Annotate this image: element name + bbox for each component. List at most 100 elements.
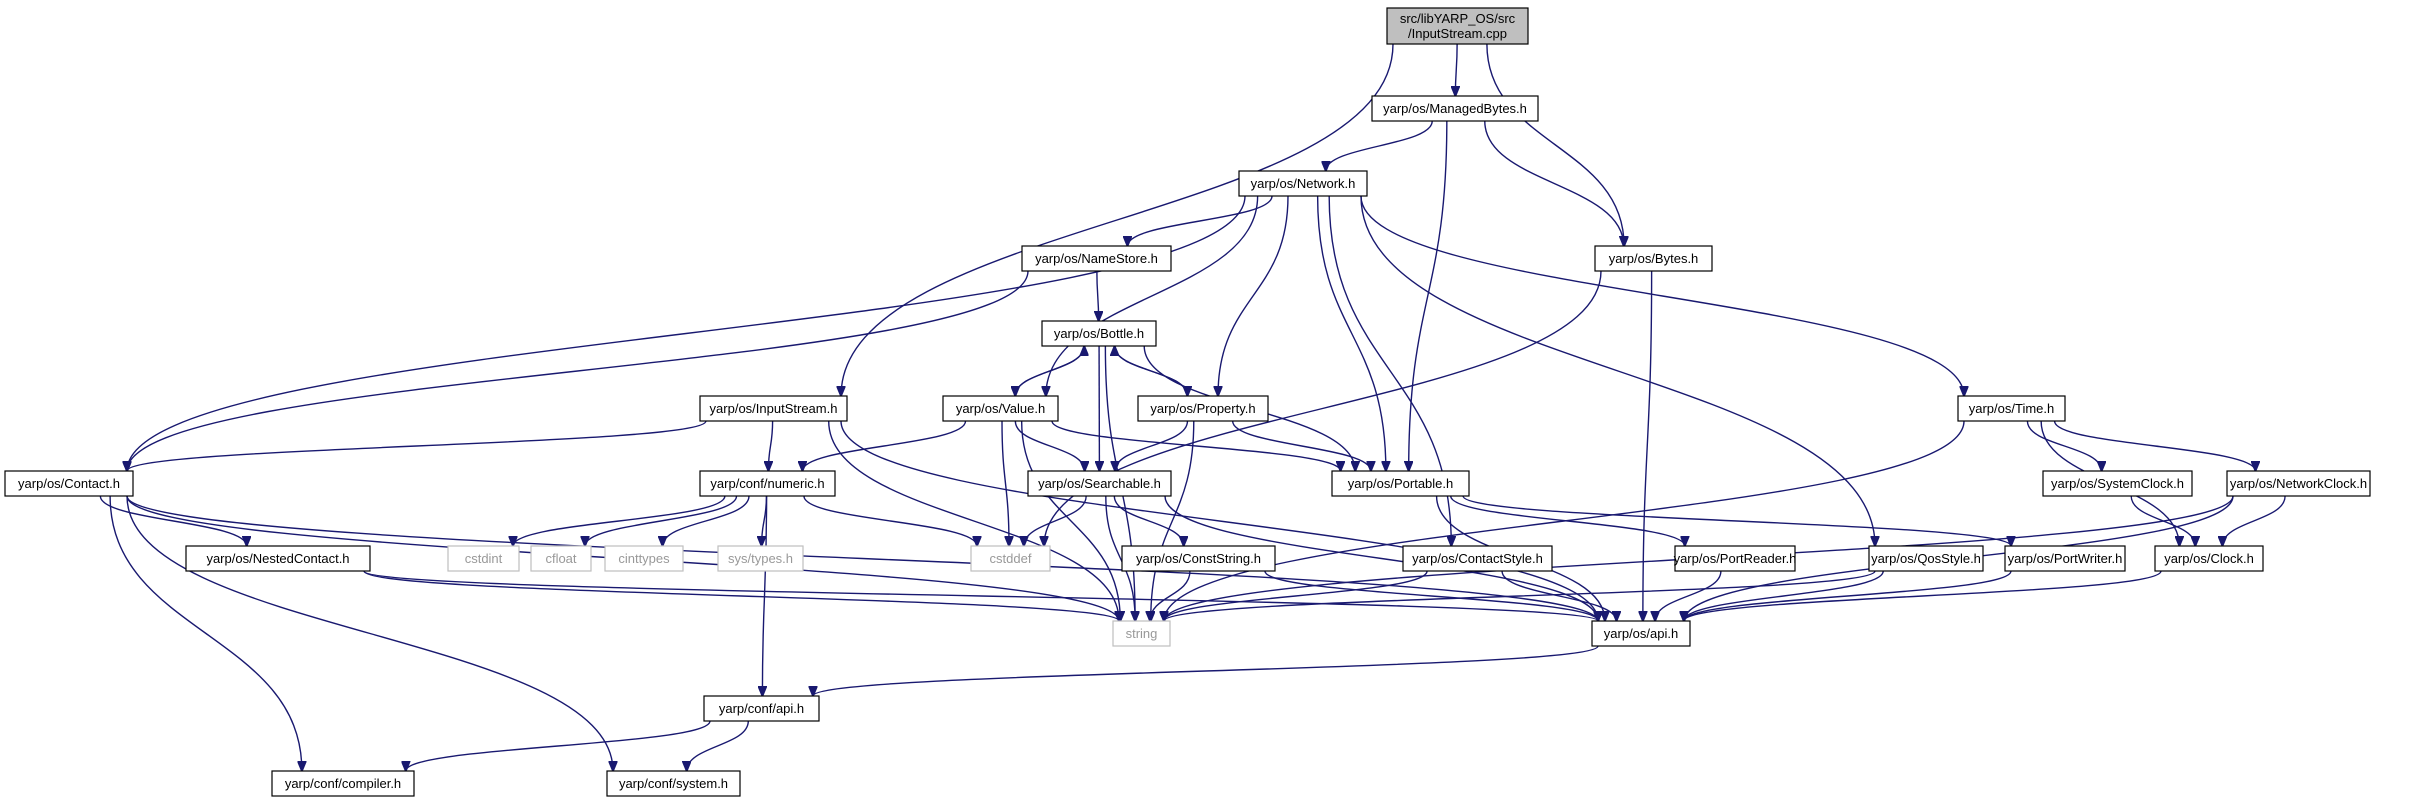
edge-value-to-searchable (1014, 420, 1084, 471)
node-box (970, 545, 1051, 572)
node-bytes[interactable]: yarp/os/Bytes.h (1594, 245, 1713, 272)
node-cstddef[interactable]: cstddef (970, 545, 1051, 572)
node-portwriter[interactable]: yarp/os/PortWriter.h (2004, 545, 2126, 572)
edge-value-to-string (1020, 420, 1121, 621)
node-box (1331, 470, 1470, 497)
node-label: yarp/os/Time.h (1969, 401, 2055, 416)
node-label: yarp/os/ConstString.h (1136, 551, 1261, 566)
edge-contact-to-nested (99, 495, 246, 546)
node-systypes[interactable]: sys/types.h (717, 545, 804, 572)
node-portable[interactable]: yarp/os/Portable.h (1331, 470, 1470, 497)
node-cstdint[interactable]: cstdint (447, 545, 520, 572)
edge-inputstream-to-contact (127, 420, 707, 471)
node-time[interactable]: yarp/os/Time.h (1957, 395, 2066, 422)
edge-portwriter-to-osapi (1684, 570, 2012, 621)
node-netclock[interactable]: yarp/os/NetworkClock.h (2226, 470, 2371, 497)
node-box (699, 395, 848, 422)
node-box (604, 545, 684, 572)
node-box (1137, 395, 1269, 422)
node-label: yarp/os/Network.h (1251, 176, 1356, 191)
edge-root-to-bytes (1486, 43, 1624, 246)
node-box (2004, 545, 2126, 572)
edge-network-to-portable (1316, 195, 1386, 471)
node-label: /InputStream.cpp (1408, 26, 1507, 41)
edge-confapi-to-system (687, 720, 749, 771)
node-label: yarp/os/ManagedBytes.h (1383, 101, 1527, 116)
node-label: cstdint (465, 551, 503, 566)
node-cinttypes[interactable]: cinttypes (604, 545, 684, 572)
node-label: yarp/os/Portable.h (1348, 476, 1454, 491)
node-conststring[interactable]: yarp/os/ConstString.h (1121, 545, 1276, 572)
node-root[interactable]: src/libYARP_OS/src/InputStream.cpp (1386, 7, 1529, 45)
edge-conststring-to-osapi (1264, 570, 1598, 621)
node-string[interactable]: string (1112, 620, 1171, 647)
node-label: yarp/os/Contact.h (18, 476, 120, 491)
node-box (1402, 545, 1553, 572)
node-clock[interactable]: yarp/os/Clock.h (2154, 545, 2264, 572)
edge-time-to-string (1164, 420, 1965, 621)
edge-root-to-managed (1455, 43, 1457, 96)
node-box (942, 395, 1059, 422)
node-namestore[interactable]: yarp/os/NameStore.h (1021, 245, 1172, 272)
node-box (703, 695, 820, 722)
node-inputstream[interactable]: yarp/os/InputStream.h (699, 395, 848, 422)
node-property[interactable]: yarp/os/Property.h (1137, 395, 1269, 422)
edge-clock-to-osapi (1684, 570, 2162, 621)
edge-inputstream-to-numeric (768, 420, 774, 471)
node-box (2154, 545, 2264, 572)
node-cfloat[interactable]: cfloat (530, 545, 592, 572)
edge-portreader-to-osapi (1655, 570, 1722, 621)
node-box (699, 470, 836, 497)
edge-value-to-bottle (1014, 346, 1084, 397)
node-numeric[interactable]: yarp/conf/numeric.h (699, 470, 836, 497)
node-label: yarp/conf/system.h (619, 776, 728, 791)
edge-value-to-cstddef (1001, 420, 1009, 546)
node-network[interactable]: yarp/os/Network.h (1238, 170, 1368, 197)
edge-searchable-to-conststring (1113, 495, 1183, 546)
node-box (185, 545, 371, 572)
node-qosstyle[interactable]: yarp/os/QosStyle.h (1868, 545, 1984, 572)
node-box (1121, 545, 1276, 572)
node-box (1041, 320, 1157, 347)
node-nested[interactable]: yarp/os/NestedContact.h (185, 545, 371, 572)
edge-nested-to-string (363, 570, 1119, 621)
edge-numeric-to-cfloat (585, 495, 738, 546)
node-searchable[interactable]: yarp/os/Searchable.h (1027, 470, 1172, 497)
node-managed[interactable]: yarp/os/ManagedBytes.h (1371, 95, 1539, 122)
node-label: yarp/conf/compiler.h (285, 776, 401, 791)
node-contact[interactable]: yarp/os/Contact.h (4, 470, 134, 497)
node-system[interactable]: yarp/conf/system.h (606, 770, 741, 797)
node-box (2042, 470, 2193, 497)
node-label: yarp/conf/api.h (719, 701, 804, 716)
edge-network-to-value (1046, 195, 1259, 396)
edge-contact-to-compiler (109, 495, 302, 771)
node-bottle[interactable]: yarp/os/Bottle.h (1041, 320, 1157, 347)
edge-property-to-bottle (1115, 346, 1189, 397)
edge-qosstyle-to-osapi (1684, 570, 1884, 621)
node-sysclock[interactable]: yarp/os/SystemClock.h (2042, 470, 2193, 497)
edge-bytes-to-osapi (1643, 270, 1653, 621)
node-label: yarp/os/NestedContact.h (206, 551, 349, 566)
node-box (606, 770, 741, 797)
node-contactstyle[interactable]: yarp/os/ContactStyle.h (1402, 545, 1553, 572)
node-label: sys/types.h (728, 551, 793, 566)
edge-network-to-namestore (1127, 195, 1273, 246)
edge-numeric-to-confapi (762, 495, 768, 696)
node-osapi[interactable]: yarp/os/api.h (1591, 620, 1691, 647)
node-compiler[interactable]: yarp/conf/compiler.h (271, 770, 415, 797)
edge-netclock-to-clock (2222, 495, 2286, 546)
node-label: yarp/conf/numeric.h (710, 476, 824, 491)
node-portreader[interactable]: yarp/os/PortReader.h (1674, 545, 1797, 572)
edge-network-to-time (1360, 195, 1964, 396)
node-confapi[interactable]: yarp/conf/api.h (703, 695, 820, 722)
edge-searchable-to-cstddef (1024, 495, 1087, 546)
node-value[interactable]: yarp/os/Value.h (942, 395, 1059, 422)
node-box (1027, 470, 1172, 497)
edge-time-to-sysclock (2026, 420, 2101, 471)
node-label: yarp/os/InputStream.h (710, 401, 838, 416)
edge-qosstyle-to-string (1164, 570, 1876, 621)
node-label: yarp/os/Property.h (1150, 401, 1255, 416)
edge-property-to-portable (1231, 420, 1371, 471)
node-box (1868, 545, 1984, 572)
